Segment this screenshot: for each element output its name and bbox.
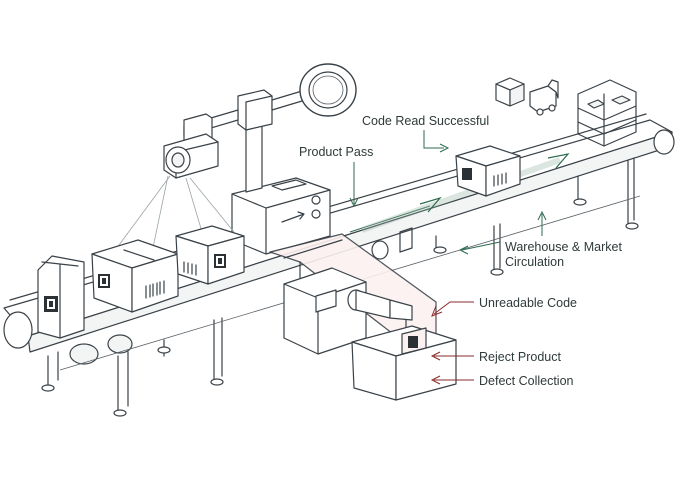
camera-icon [163, 133, 219, 179]
box-icon [495, 77, 525, 107]
ring-light-icon [299, 63, 357, 117]
product-bag [37, 255, 85, 339]
reject-diverter [269, 227, 437, 355]
label-unreadable-code: Unreadable Code [479, 296, 577, 310]
reject-bin [351, 325, 457, 401]
label-warehouse-market: Warehouse & Market Circulation [505, 240, 622, 269]
product-box [175, 225, 245, 285]
label-reject-product: Reject Product [479, 350, 561, 364]
barcode-icon [145, 280, 165, 299]
label-product-pass: Product Pass [299, 145, 374, 159]
callout-lines [349, 130, 547, 385]
product-box [455, 145, 521, 197]
truck-icon [529, 79, 559, 116]
label-code-read-successful: Code Read Successful [362, 114, 490, 128]
scanner-housing [101, 63, 357, 269]
product-box [91, 239, 179, 313]
label-defect-collection: Defect Collection [479, 374, 574, 388]
warehouse-rack-icon [577, 79, 637, 147]
